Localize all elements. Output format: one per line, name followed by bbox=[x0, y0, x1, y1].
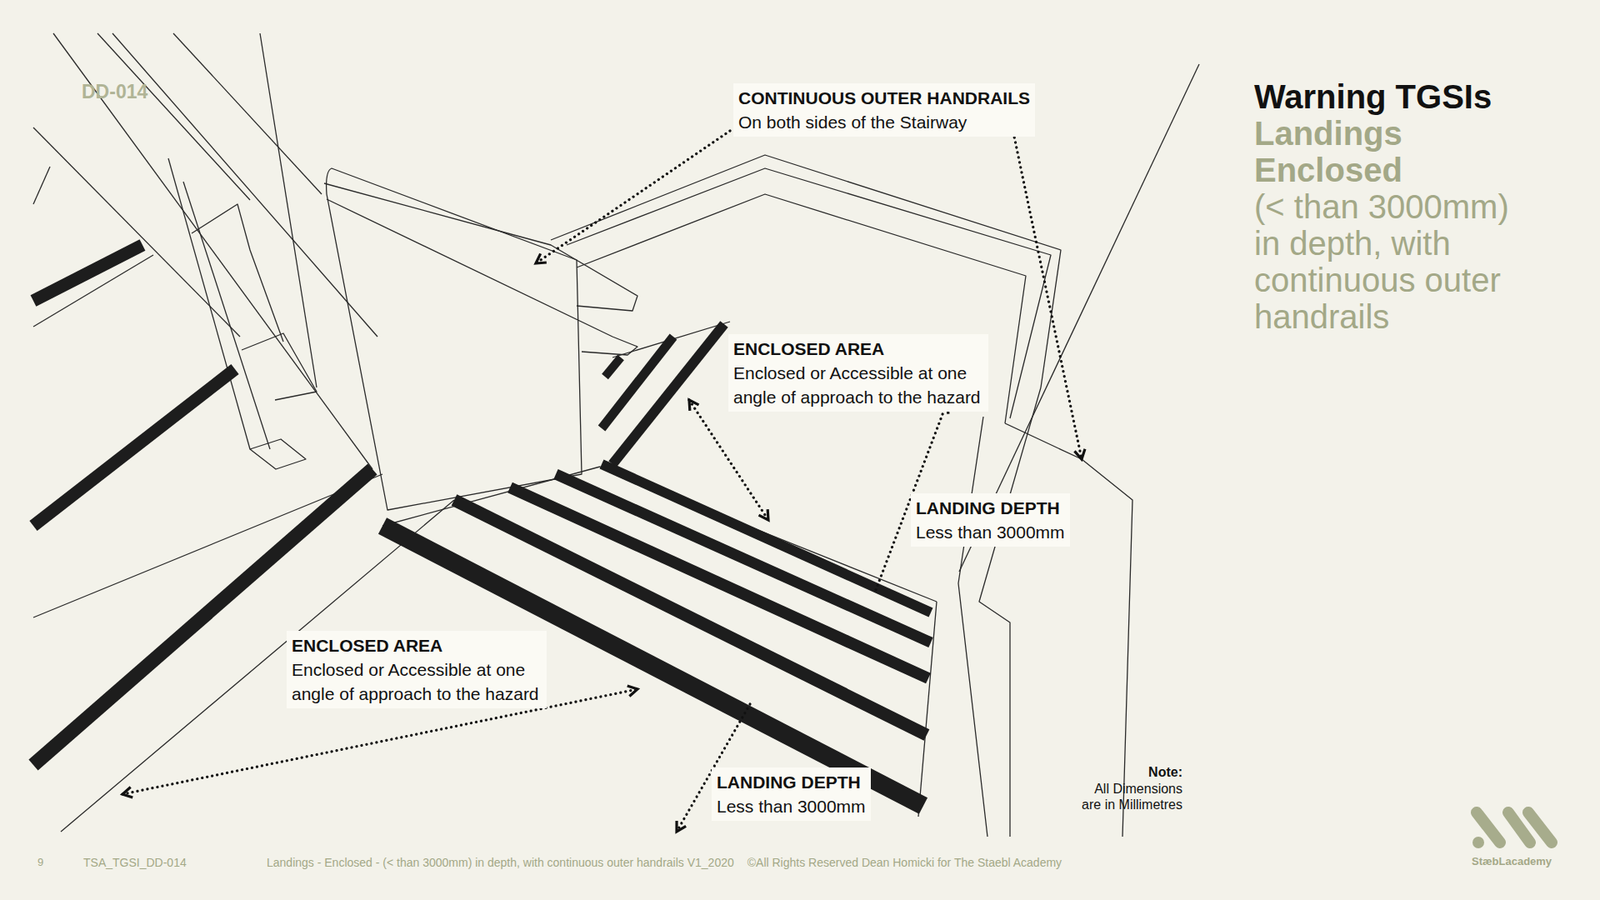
callout-box: ENCLOSED AREAEnclosed or Accessible at o… bbox=[286, 630, 547, 709]
callout-body: Less than 3000mm bbox=[716, 794, 866, 819]
callout-heading: ENCLOSED AREA bbox=[733, 336, 984, 361]
callout-heading: LANDING DEPTH bbox=[915, 495, 1065, 520]
callout-heading: CONTINUOUS OUTER HANDRAILS bbox=[738, 85, 1030, 110]
callout-box: LANDING DEPTHLess than 3000mm bbox=[711, 767, 871, 821]
drawing-code: DD-014 bbox=[81, 80, 148, 104]
note-text: All Dimensions are in Millimetres bbox=[1071, 780, 1183, 813]
callout-heading: ENCLOSED AREA bbox=[291, 633, 542, 658]
footer-row: Landings - Enclosed - (< than 3000mm) in… bbox=[266, 855, 1062, 870]
callout-body: Less than 3000mm bbox=[915, 520, 1065, 545]
subtitle: Landings Enclosed bbox=[1254, 115, 1534, 189]
title-block: Warning TGSIsLandings Enclosed(< than 30… bbox=[1254, 78, 1534, 335]
file-code: TSA_TGSI_DD-014 bbox=[83, 855, 187, 870]
footer-text: ©All Rights Reserved Dean Homicki for Th… bbox=[747, 855, 1062, 870]
page-number: 9 bbox=[37, 855, 44, 869]
callout-box: CONTINUOUS OUTER HANDRAILSOn both sides … bbox=[733, 83, 1035, 137]
footer-text: Landings - Enclosed - (< than 3000mm) in… bbox=[266, 855, 735, 870]
callout-body: Enclosed or Accessible at one angle of a… bbox=[733, 360, 984, 410]
subtitle: (< than 3000mm) in depth, with continuou… bbox=[1254, 188, 1534, 335]
callout-heading: LANDING DEPTH bbox=[716, 770, 866, 795]
callout-box: LANDING DEPTHLess than 3000mm bbox=[910, 493, 1070, 547]
callout-box: ENCLOSED AREAEnclosed or Accessible at o… bbox=[728, 334, 989, 412]
logo-mark bbox=[1472, 812, 1552, 849]
callout-body: On both sides of the Stairway bbox=[738, 110, 1030, 135]
title: Warning TGSIs bbox=[1254, 78, 1534, 115]
note-heading: Note: bbox=[1071, 765, 1183, 780]
logo-text: StæbLacademy bbox=[1471, 855, 1552, 868]
callout-body: Enclosed or Accessible at one angle of a… bbox=[291, 657, 542, 706]
